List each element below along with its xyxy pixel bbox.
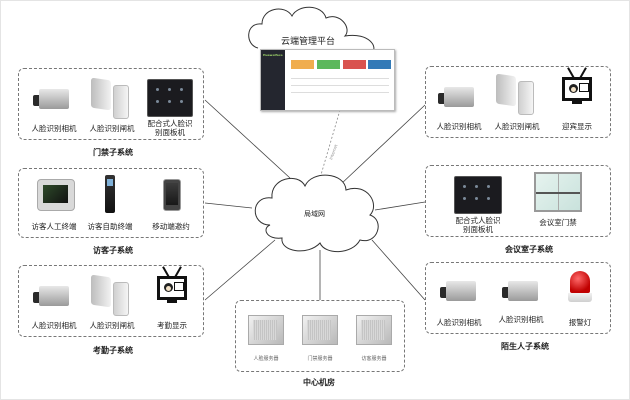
device-label: 访客自助终端 [87, 222, 133, 231]
device-label: 迎宾显示 [562, 122, 592, 131]
face-panel-icon [454, 176, 502, 214]
server-label: 人脸服务器 [253, 356, 279, 362]
device-label: 报警灯 [568, 318, 592, 327]
meeting-subsystem-title: 会议室子系统 [505, 245, 553, 254]
attendance-subsystem-title: 考勤子系统 [93, 346, 133, 355]
device-label: 配合式人脸识 别面板机 [143, 119, 197, 137]
server-icon [302, 315, 338, 345]
lan-cloud-shape [254, 174, 379, 253]
device-label-line2: 别面板机 [155, 128, 185, 137]
glass-door-icon [534, 172, 582, 212]
cloud-dashboard-preview: Huaweiface [260, 49, 395, 111]
device-label: 配合式人脸识 别面板机 [450, 216, 506, 234]
mobile-phone-icon [163, 179, 181, 211]
datacenter-box: 人脸服务器 门禁服务器 访客服务器 [235, 300, 405, 372]
link-stranger [371, 239, 426, 301]
server-icon [356, 315, 392, 345]
link-label: Internet [328, 143, 338, 160]
dashboard-table-row [291, 92, 389, 93]
dashboard-card-red [343, 60, 366, 69]
device-label: 会议室门禁 [539, 218, 577, 227]
lan-label: 局域网 [304, 210, 325, 218]
access-subsystem-box: 人脸识别相机 人脸识别闸机 配合式人脸识 别面板机 [18, 68, 204, 140]
dashboard-card-orange [291, 60, 314, 69]
link-meeting [374, 201, 426, 211]
visitor-terminal-icon [37, 179, 75, 211]
device-label: 人脸识别相机 [498, 315, 544, 324]
device-label: 访客人工终端 [31, 222, 77, 231]
device-label: 人脸识别闸机 [494, 122, 540, 131]
server-icon [248, 315, 284, 345]
dashboard-card-blue [368, 60, 391, 69]
dashboard-card-green [317, 60, 340, 69]
stranger-subsystem-title: 陌生人子系统 [501, 342, 549, 351]
device-label: 人脸识别相机 [436, 122, 482, 131]
face-panel-icon [147, 79, 193, 117]
device-label: 人脸识别相机 [31, 124, 77, 133]
device-label: 人脸识别闸机 [89, 321, 135, 330]
device-label: 移动端邀约 [152, 222, 190, 231]
link-attendance [204, 239, 276, 301]
visitor-subsystem-title: 访客子系统 [93, 246, 133, 255]
dashboard-brand: Huaweiface [263, 53, 283, 57]
device-label-line2: 别面板机 [463, 225, 493, 234]
access-subsystem-title: 门禁子系统 [93, 148, 133, 157]
visitor-subsystem-box: 访客人工终端 访客自助终端 移动端邀约 [18, 168, 204, 238]
meeting-subsystem-box: 配合式人脸识 别面板机 会议室门禁 [425, 165, 611, 237]
device-label-line1: 配合式人脸识 [147, 119, 193, 128]
stranger-subsystem-box: 人脸识别相机 人脸识别相机 报警灯 [425, 262, 611, 334]
device-label: 人脸识别相机 [31, 321, 77, 330]
cloud-platform-label: 云端管理平台 [281, 37, 336, 47]
device-label-line1: 配合式人脸识 [455, 216, 501, 225]
device-label: 人脸识别闸机 [89, 124, 135, 133]
self-service-kiosk-icon [105, 175, 115, 213]
attendance-subsystem-box: 人脸识别相机 人脸识别闸机 考勤显示 [18, 265, 204, 337]
link-cloud [317, 109, 341, 186]
dashboard-table-row [291, 78, 389, 79]
device-label: 考勤显示 [157, 321, 187, 330]
link-visitor [204, 202, 253, 209]
server-label: 门禁服务器 [307, 356, 333, 362]
datacenter-title: 中心机房 [303, 378, 335, 387]
dashboard-table-row [291, 85, 389, 86]
welcome-subsystem-box: 人脸识别相机 人脸识别闸机 迎宾显示 [425, 66, 611, 138]
dashboard-sidebar: Huaweiface [261, 50, 285, 110]
link-access [204, 99, 291, 179]
cloud-platform-shape [248, 6, 375, 53]
link-welcome [339, 104, 426, 186]
device-label: 人脸识别相机 [436, 318, 482, 327]
server-label: 访客服务器 [361, 356, 387, 362]
